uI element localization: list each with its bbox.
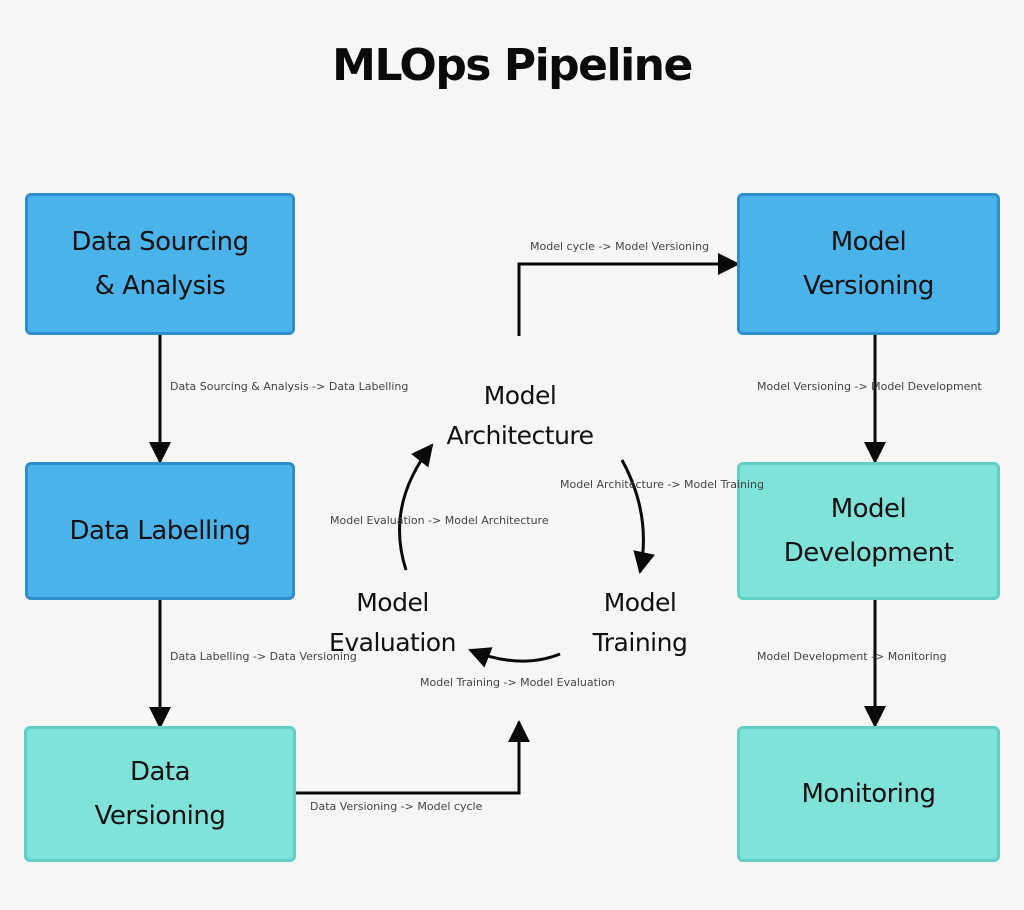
flow-caption-labelling-to-versioning: Data Labelling -> Data Versioning	[170, 650, 357, 663]
arrow-training-to-evaluation	[468, 647, 561, 668]
arrow-cycle-to-model-versioning	[517, 253, 740, 336]
flow-caption-evaluation-to-architecture: Model Evaluation -> Model Architecture	[330, 514, 549, 527]
stage-data-versioning: Data Versioning	[24, 726, 296, 862]
arrow-data-versioning-to-cycle	[294, 720, 530, 795]
stage-data-labelling: Data Labelling	[25, 462, 295, 600]
flow-caption-training-to-evaluation: Model Training -> Model Evaluation	[420, 676, 615, 689]
flow-caption-architecture-to-training: Model Architecture -> Model Training	[560, 478, 764, 491]
stage-label: Model Development	[783, 494, 954, 568]
flow-caption-model-versioning-to-development: Model Versioning -> Model Development	[757, 380, 982, 393]
stage-label: Monitoring	[801, 779, 936, 809]
stage-label: Model Versioning	[803, 227, 934, 301]
stage-model-versioning: Model Versioning	[737, 193, 1000, 335]
arrow-evaluation-to-architecture	[398, 443, 434, 571]
cycle-model-evaluation: Model Evaluation	[329, 588, 456, 657]
stage-data-sourcing-analysis: Data Sourcing & Analysis	[25, 193, 295, 335]
flow-caption-cycle-to-model-versioning: Model cycle -> Model Versioning	[530, 240, 710, 253]
stage-label: Data Labelling	[69, 516, 251, 546]
stage-model-development: Model Development	[737, 462, 1000, 600]
cycle-model-training: Model Training	[592, 588, 688, 657]
cycle-model-architecture: Model Architecture	[446, 381, 594, 450]
stage-label: Data Sourcing & Analysis	[71, 227, 249, 301]
diagram-title: MLOps Pipeline	[332, 40, 693, 91]
stage-label: Data Versioning	[94, 757, 226, 831]
flow-caption-versioning-to-cycle: Data Versioning -> Model cycle	[310, 800, 483, 813]
flow-caption-sourcing-to-labelling: Data Sourcing & Analysis -> Data Labelli…	[170, 380, 409, 393]
stage-monitoring: Monitoring	[737, 726, 1000, 862]
flow-caption-development-to-monitoring: Model Development -> Monitoring	[757, 650, 947, 663]
arrow-architecture-to-training	[620, 459, 655, 574]
